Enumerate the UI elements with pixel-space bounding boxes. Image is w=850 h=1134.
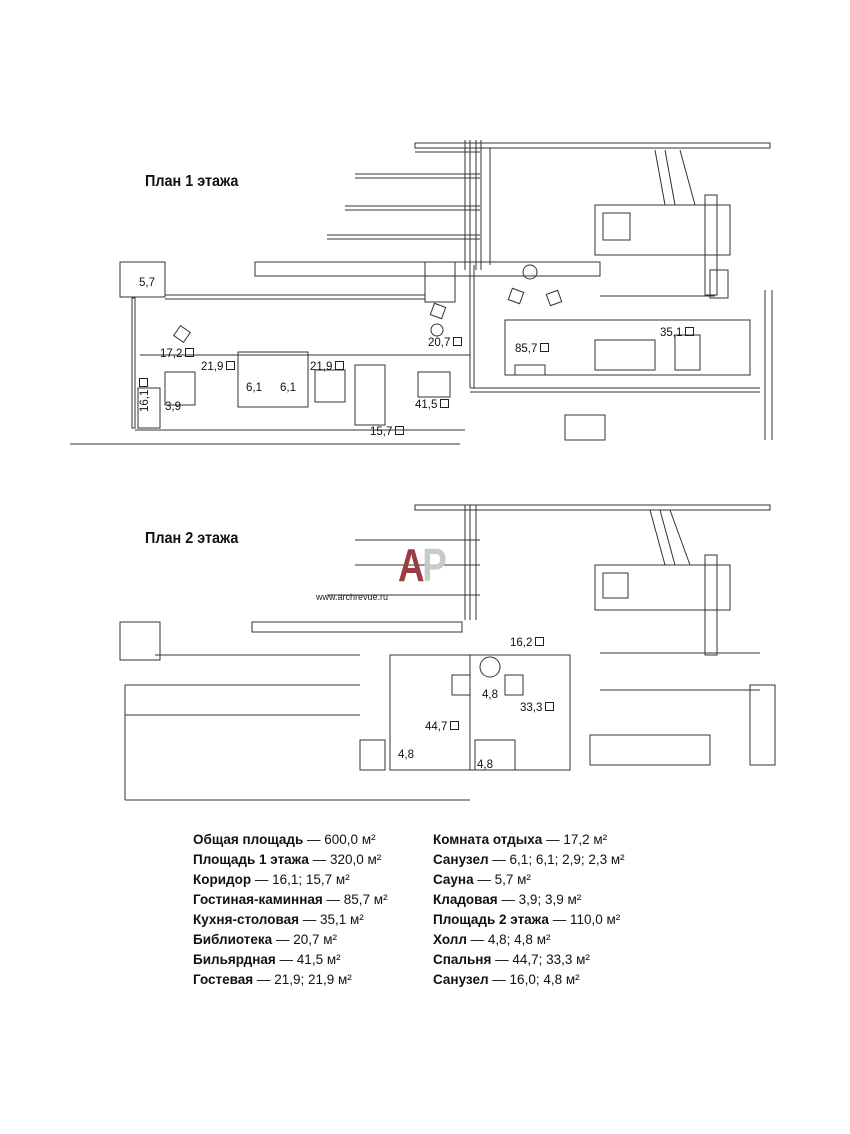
legend-room-name: Библиотека	[193, 932, 273, 947]
room-area-label: 85,7	[515, 343, 550, 355]
legend-room-area: — 41,5 м²	[279, 952, 341, 967]
legend-room-area: — 4,8; 4,8 м²	[470, 932, 551, 947]
legend-room-name: Гостевая	[193, 972, 254, 987]
room-area-label: 35,1	[660, 327, 695, 339]
legend-row: Коридор — 16,1; 15,7 м²	[193, 870, 388, 890]
legend-room-name: Бильярдная	[193, 952, 276, 967]
legend-row: Площадь 1 этажа — 320,0 м²	[193, 850, 388, 870]
room-area-label: 6,1	[246, 382, 262, 394]
legend-room-area: — 85,7 м²	[326, 892, 388, 907]
legend-room-name: Сауна	[433, 872, 474, 887]
legend-room-name: Площадь 2 этажа	[433, 912, 549, 927]
legend-room-name: Гостиная-каминная	[193, 892, 323, 907]
legend-row: Бильярдная — 41,5 м²	[193, 950, 388, 970]
legend-row: Площадь 2 этажа — 110,0 м²	[433, 910, 625, 930]
room-area-label: 20,7	[428, 337, 463, 349]
legend-room-area: — 16,0; 4,8 м²	[492, 972, 580, 987]
legend-room-area: — 17,2 м²	[546, 832, 608, 847]
legend-room-name: Кладовая	[433, 892, 498, 907]
room-area-label: 16,2	[510, 637, 545, 649]
legend-room-name: Кухня-столовая	[193, 912, 299, 927]
watermark-url: www.archrevue.ru	[316, 592, 389, 602]
room-area-label: 4,8	[482, 689, 498, 701]
room-area-label: 6,1	[280, 382, 296, 394]
legend-row: Сауна — 5,7 м²	[433, 870, 625, 890]
room-area-label: 17,2	[160, 348, 195, 360]
plan-1-drawing	[70, 140, 773, 445]
legend-row: Кухня-столовая — 35,1 м²	[193, 910, 388, 930]
room-area-label: 3,9	[165, 401, 181, 413]
legend-room-name: Площадь 1 этажа	[193, 852, 309, 867]
room-area-label: 15,7	[370, 426, 405, 438]
room-area-label: 4,8	[477, 759, 493, 771]
legend-room-name: Комната отдыха	[433, 832, 543, 847]
room-area-label: 5,7	[139, 277, 155, 289]
legend-row: Санузел — 6,1; 6,1; 2,9; 2,3 м²	[433, 850, 625, 870]
plan-2-drawing	[119, 504, 776, 801]
watermark-logo: AP	[398, 539, 447, 591]
legend-room-area: — 35,1 м²	[302, 912, 364, 927]
legend-room-area: — 320,0 м²	[312, 852, 382, 867]
legend-room-area: — 5,7 м²	[477, 872, 531, 887]
plan-2-title: План 2 этажа	[145, 530, 239, 547]
legend-room-name: Холл	[433, 932, 467, 947]
legend-room-name: Санузел	[433, 972, 489, 987]
legend-room-name: Санузел	[433, 852, 489, 867]
legend-room-area: — 600,0 м²	[307, 832, 376, 847]
legend-row: Гостевая — 21,9; 21,9 м²	[193, 970, 388, 990]
legend-room-area: — 110,0 м²	[552, 912, 621, 927]
room-area-label: 44,7	[425, 721, 460, 733]
legend-room-name: Общая площадь	[193, 832, 304, 847]
legend-row: Общая площадь — 600,0 м²	[193, 830, 388, 850]
legend-room-name: Коридор	[193, 872, 252, 887]
legend-room-area: — 20,7 м²	[275, 932, 338, 947]
legend-room-area: — 16,1; 15,7 м²	[254, 872, 350, 887]
legend-room-name: Спальня	[433, 952, 492, 967]
legend-row: Холл — 4,8; 4,8 м²	[433, 930, 625, 950]
legend-row: Спальня — 44,7; 33,3 м²	[433, 950, 625, 970]
plan-1-title: План 1 этажа	[145, 173, 239, 190]
room-area-label: 33,3	[520, 702, 555, 714]
legend-row: Библиотека — 20,7 м²	[193, 930, 388, 950]
room-area-label: 4,8	[398, 749, 414, 761]
legend-row: Кладовая — 3,9; 3,9 м²	[433, 890, 625, 910]
legend-row: Санузел — 16,0; 4,8 м²	[433, 970, 625, 990]
room-area-label: 41,5	[415, 399, 450, 411]
legend-row: Комната отдыха — 17,2 м²	[433, 830, 625, 850]
legend-room-area: — 44,7; 33,3 м²	[495, 952, 590, 967]
room-area-label: 21,9	[310, 361, 345, 373]
legend-room-area: — 6,1; 6,1; 2,9; 2,3 м²	[492, 852, 625, 867]
room-area-label: 16,1	[139, 377, 151, 412]
legend-room-area: — 21,9; 21,9 м²	[256, 972, 352, 987]
room-area-label: 21,9	[201, 361, 236, 373]
legend-row: Гостиная-каминная — 85,7 м²	[193, 890, 388, 910]
legend-room-area: — 3,9; 3,9 м²	[501, 892, 582, 907]
